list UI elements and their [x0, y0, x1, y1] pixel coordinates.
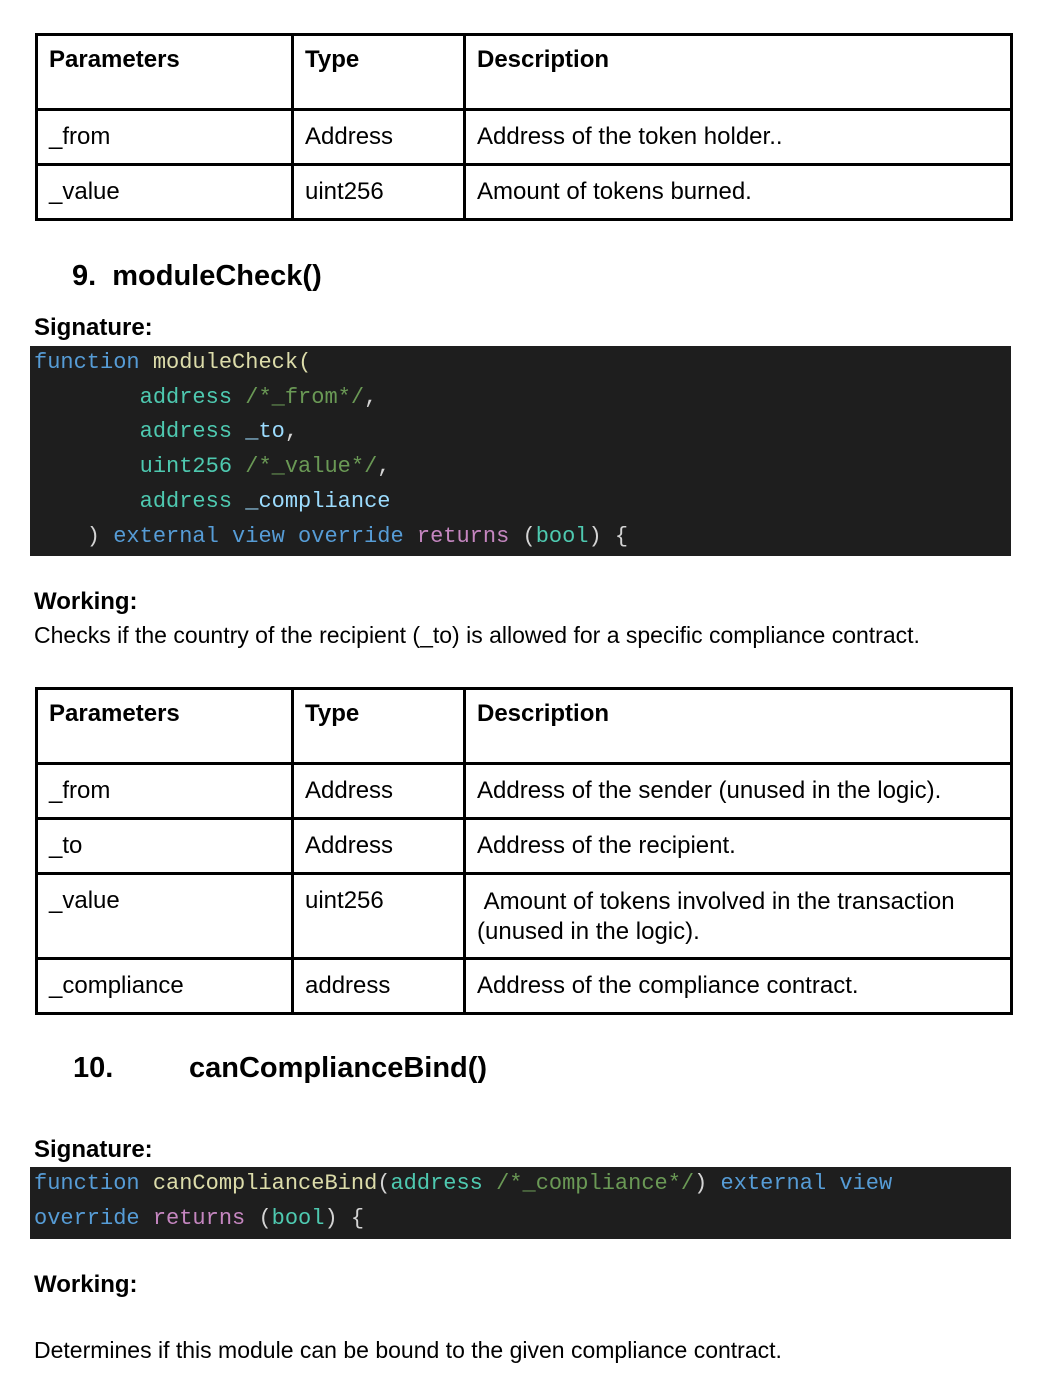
- header-type: Type: [291, 33, 466, 111]
- code-token: (: [258, 1205, 272, 1231]
- code-token: /*_compliance*/: [496, 1171, 695, 1196]
- working-text: Determines if this module can be bound t…: [34, 1337, 782, 1363]
- section-9-heading: 9. moduleCheck(): [72, 260, 322, 293]
- code-token: address: [390, 1171, 497, 1196]
- code-block-modulecheck: function moduleCheck( address /*_from*/,…: [30, 346, 1011, 556]
- code-token: ,: [284, 419, 299, 445]
- code-token: address: [139, 384, 246, 410]
- code-token: [34, 489, 140, 514]
- cell-param: _value: [35, 163, 294, 221]
- cell-description: Amount of tokens burned.: [463, 163, 1013, 221]
- code-token: returns: [416, 523, 523, 549]
- code-line: override returns (bool) {: [34, 1202, 1011, 1237]
- cell-type: uint256: [291, 163, 466, 221]
- code-token: _to: [245, 419, 285, 445]
- cell-param: _from: [35, 108, 294, 166]
- code-token: uint256: [139, 454, 246, 480]
- cell-type: Address: [291, 762, 466, 820]
- code-token: ): [694, 1171, 721, 1196]
- cell-description: Address of the recipient.: [463, 817, 1013, 875]
- table-header-row: Parameters Type Description: [35, 687, 1013, 765]
- code-token: external view override: [113, 523, 417, 549]
- parameters-table-2: Parameters Type Description _from Addres…: [35, 687, 1013, 1015]
- code-token: canComplianceBind: [152, 1171, 378, 1196]
- cell-type: uint256: [291, 872, 466, 960]
- cell-description: Amount of tokens involved in the transac…: [463, 872, 1013, 960]
- table-row: _to Address Address of the recipient.: [35, 817, 1013, 875]
- table-row: _value uint256 Amount of tokens burned.: [35, 163, 1013, 221]
- signature-label: Signature:: [34, 1136, 153, 1163]
- code-token: (: [522, 523, 536, 549]
- code-token: ) {: [588, 523, 629, 549]
- code-token: external view: [720, 1171, 893, 1196]
- cell-param: _from: [35, 762, 294, 820]
- code-token: ,: [364, 384, 378, 410]
- section-10-heading: 10. canComplianceBind(): [73, 1052, 487, 1085]
- code-line: uint256 /*_value*/,: [34, 450, 1011, 485]
- code-token: address: [139, 488, 246, 514]
- table-header-row: Parameters Type Description: [35, 33, 1013, 111]
- code-token: [34, 385, 140, 410]
- table-row: _from Address Address of the token holde…: [35, 108, 1013, 166]
- table-row: _compliance address Address of the compl…: [35, 957, 1013, 1015]
- code-token: function: [34, 1171, 153, 1196]
- code-line: address /*_from*/,: [34, 381, 1011, 416]
- table-row: _value uint256 Amount of tokens involved…: [35, 872, 1013, 960]
- section-title: canComplianceBind(): [189, 1052, 488, 1084]
- header-description: Description: [463, 33, 1013, 111]
- code-token: override: [34, 1205, 153, 1231]
- cell-description: Address of the sender (unused in the log…: [463, 762, 1013, 820]
- working-text: Checks if the country of the recipient (…: [34, 622, 920, 648]
- code-token: returns: [152, 1205, 259, 1231]
- cell-param: _value: [35, 872, 294, 960]
- code-token: function: [34, 350, 153, 375]
- cell-type: address: [291, 957, 466, 1015]
- code-line: ) external view override returns (bool) …: [34, 520, 1011, 555]
- cell-description: Address of the token holder..: [463, 108, 1013, 166]
- cell-type: Address: [291, 817, 466, 875]
- parameters-table-1: Parameters Type Description _from Addres…: [35, 33, 1013, 221]
- working-label: Working:: [34, 1271, 138, 1298]
- code-token: _compliance: [245, 488, 391, 514]
- code-token: /*_value*/: [245, 454, 378, 480]
- working-label: Working:: [34, 588, 138, 615]
- cell-param: _compliance: [35, 957, 294, 1015]
- code-token: [34, 419, 140, 444]
- code-block-cancompliancebind: function canComplianceBind(address /*_co…: [30, 1167, 1011, 1239]
- cell-param: _to: [35, 817, 294, 875]
- code-token: address: [139, 419, 246, 445]
- code-token: bool: [271, 1205, 325, 1231]
- code-line: address _to,: [34, 415, 1011, 450]
- cell-type: Address: [291, 108, 466, 166]
- code-token: bool: [535, 523, 589, 549]
- code-token: (: [377, 1171, 391, 1196]
- header-type: Type: [291, 687, 466, 765]
- code-line: function canComplianceBind(address /*_co…: [34, 1167, 1011, 1202]
- header-parameters: Parameters: [35, 687, 294, 765]
- code-line: address _compliance: [34, 485, 1011, 520]
- code-token: moduleCheck: [152, 350, 299, 375]
- code-token: [34, 454, 140, 479]
- section-number: 9.: [72, 260, 97, 292]
- cell-description: Address of the compliance contract.: [463, 957, 1013, 1015]
- code-token: (: [298, 350, 312, 375]
- header-parameters: Parameters: [35, 33, 294, 111]
- header-description: Description: [463, 687, 1013, 765]
- code-token: ) {: [324, 1205, 365, 1231]
- section-title: moduleCheck(): [112, 260, 322, 292]
- code-token: /*_from*/: [245, 384, 365, 410]
- section-number: 10.: [73, 1052, 114, 1084]
- code-token: ,: [377, 454, 391, 480]
- code-line: function moduleCheck(: [34, 346, 1011, 381]
- signature-label: Signature:: [34, 314, 153, 341]
- table-row: _from Address Address of the sender (unu…: [35, 762, 1013, 820]
- code-token: ): [34, 523, 114, 549]
